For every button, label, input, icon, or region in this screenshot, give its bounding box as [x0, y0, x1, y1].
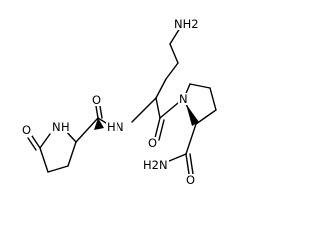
- stereo-wedge: [94, 118, 104, 130]
- bond: [185, 153, 190, 175]
- carboxamide-nh2-label: H2N: [142, 158, 169, 172]
- bond: [99, 105, 103, 119]
- bond: [165, 62, 179, 80]
- proline-n-label: N: [178, 92, 189, 106]
- pyro-oxo-label: O: [21, 123, 33, 137]
- carboxamide-o-label: O: [185, 173, 197, 187]
- bond: [155, 78, 167, 99]
- pyro-nh-label: N: [51, 120, 62, 134]
- bond: [154, 117, 161, 139]
- structure-diagram: NH2 O N H O N H O N H2N O: [21, 17, 217, 187]
- bond: [39, 147, 49, 173]
- ketone-o-label: O: [147, 136, 159, 150]
- bond: [195, 109, 217, 125]
- amine-label: NH2: [173, 17, 200, 31]
- bond: [189, 153, 194, 175]
- bond: [131, 97, 157, 123]
- bond: [27, 137, 37, 151]
- bond-layer: [27, 27, 217, 175]
- bond: [47, 165, 69, 173]
- bond: [209, 87, 217, 111]
- bond: [39, 133, 51, 149]
- stereo-wedge: [186, 104, 199, 126]
- bond: [169, 43, 179, 64]
- bond: [158, 119, 165, 141]
- bond: [189, 83, 211, 89]
- bond: [169, 27, 181, 45]
- bond: [185, 123, 197, 155]
- bond: [75, 117, 99, 143]
- amide-h-label: H: [106, 120, 117, 134]
- bond: [67, 141, 77, 167]
- bond: [155, 97, 161, 119]
- amide-o-label: O: [91, 93, 103, 107]
- pyro-h-label: H: [60, 120, 71, 134]
- amide-nh-label: N: [114, 120, 125, 134]
- bond: [95, 105, 99, 119]
- bond: [31, 135, 41, 149]
